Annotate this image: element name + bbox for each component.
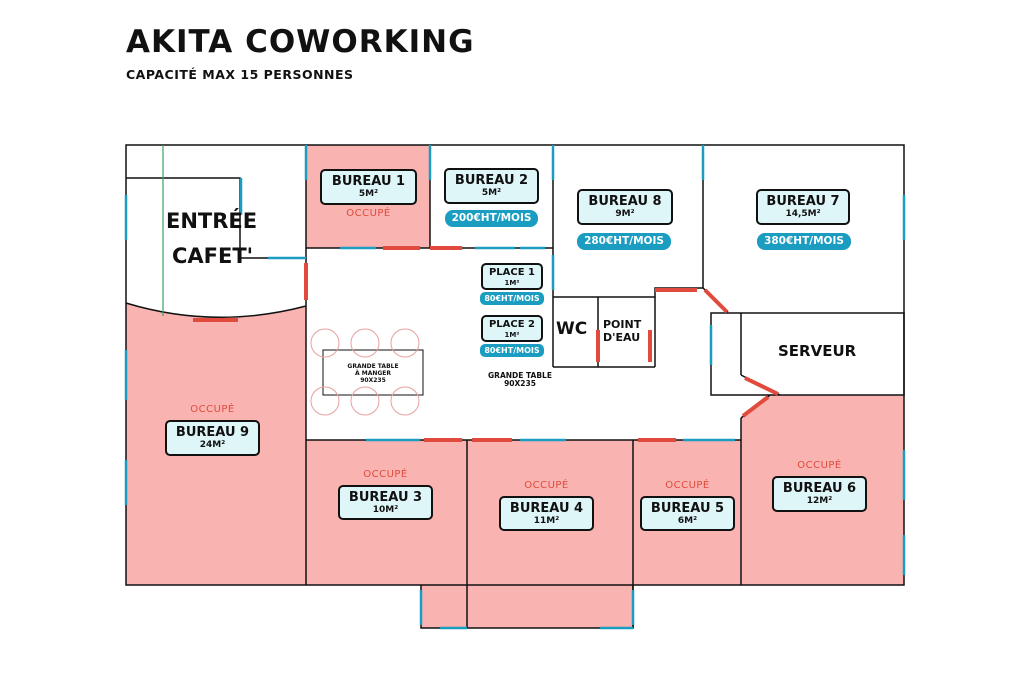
room-name: BUREAU 8 (588, 194, 662, 209)
room-name: BUREAU 1 (331, 174, 406, 189)
table-top (322, 349, 424, 396)
room-name: BUREAU 3 (348, 490, 423, 505)
big-table-note: GRANDE TABLE 90X235 (478, 372, 562, 388)
chair (310, 328, 340, 358)
note-line: À MANGER (354, 370, 391, 377)
room-size: 11M² (533, 516, 560, 526)
door (703, 288, 729, 314)
status-badge: OCCUPÉ (363, 469, 408, 480)
status-badge: OCCUPÉ (346, 208, 391, 219)
entree-curve (125, 302, 307, 318)
serveur-label: SERVEUR (778, 342, 857, 360)
bureau6-label: BUREAU 6 12M² (772, 476, 867, 512)
status-badge: OCCUPÉ (190, 404, 235, 415)
room-name: PLACE 1 (488, 267, 536, 278)
room-size: 5M² (358, 189, 379, 199)
cafet-label: CAFET' (172, 244, 254, 268)
room-size: 1M² (504, 279, 520, 287)
wall (553, 287, 729, 313)
place2-label: PLACE 2 1M² (481, 315, 543, 342)
room-size: 14,5M² (785, 209, 821, 219)
chair (310, 386, 340, 416)
dining-table (310, 328, 424, 416)
point-eau-line1: POINT (603, 318, 642, 331)
room-size: 9M² (615, 209, 635, 219)
door (741, 395, 770, 418)
note-line: 90X235 (360, 377, 386, 384)
bureau4-fill (467, 440, 633, 628)
price-badge: 80€HT/MOIS (480, 344, 544, 357)
page-title: AKITA COWORKING (126, 24, 475, 60)
room-size: 6M² (677, 516, 698, 526)
bureau7-label: BUREAU 7 14,5M² (756, 189, 850, 225)
place1-label: PLACE 1 1M² (481, 263, 543, 290)
chair (390, 386, 420, 416)
note-line: 90X235 (504, 379, 536, 388)
dining-table-note: GRANDE TABLE À MANGER 90X235 (335, 363, 411, 384)
room-name: BUREAU 2 (454, 173, 529, 188)
room-size: 12M² (806, 496, 833, 506)
bureau3-alcove-fill (421, 585, 467, 628)
room-size: 24M² (199, 440, 226, 450)
price-badge: 280€HT/MOIS (577, 233, 671, 250)
windows (124, 145, 906, 630)
bureau2-label: BUREAU 2 5M² (444, 168, 539, 204)
bureau3-label: BUREAU 3 10M² (338, 485, 433, 520)
point-eau-line2: D'EAU (603, 331, 641, 344)
bureau1-label: BUREAU 1 5M² (320, 169, 417, 205)
doors (193, 246, 779, 442)
price-badge: 80€HT/MOIS (480, 292, 544, 305)
note-line: GRANDE TABLE (488, 371, 552, 380)
room-size: 10M² (372, 505, 399, 515)
price-badge: 200€HT/MOIS (445, 210, 538, 227)
chair (350, 386, 380, 416)
chair (350, 328, 380, 358)
bureau4-label: BUREAU 4 11M² (499, 496, 594, 531)
wc-label: WC (556, 319, 588, 339)
bureau5-label: BUREAU 5 6M² (640, 496, 735, 531)
note-line: GRANDE TABLE (347, 363, 399, 370)
bureau9-label: BUREAU 9 24M² (165, 420, 260, 456)
entree-label: ENTRÉE (166, 209, 258, 233)
room-size: 5M² (481, 188, 502, 198)
status-badge: OCCUPÉ (524, 480, 569, 491)
chair (390, 328, 420, 358)
status-badge: OCCUPÉ (797, 460, 842, 471)
room-name: BUREAU 4 (509, 501, 584, 516)
price-badge: 380€HT/MOIS (757, 233, 851, 250)
capacity-subtitle: CAPACITÉ MAX 15 PERSONNES (126, 67, 354, 82)
bureau8-label: BUREAU 8 9M² (577, 189, 673, 225)
room-name: BUREAU 6 (782, 481, 857, 496)
room-name: PLACE 2 (488, 319, 536, 330)
point-eau-label: POINT D'EAU (603, 318, 641, 344)
room-name: BUREAU 5 (650, 501, 725, 516)
status-badge: OCCUPÉ (665, 480, 710, 491)
door (744, 376, 779, 396)
room-size: 1M² (504, 331, 520, 339)
room-name: BUREAU 7 (766, 194, 840, 209)
room-name: BUREAU 9 (175, 425, 250, 440)
